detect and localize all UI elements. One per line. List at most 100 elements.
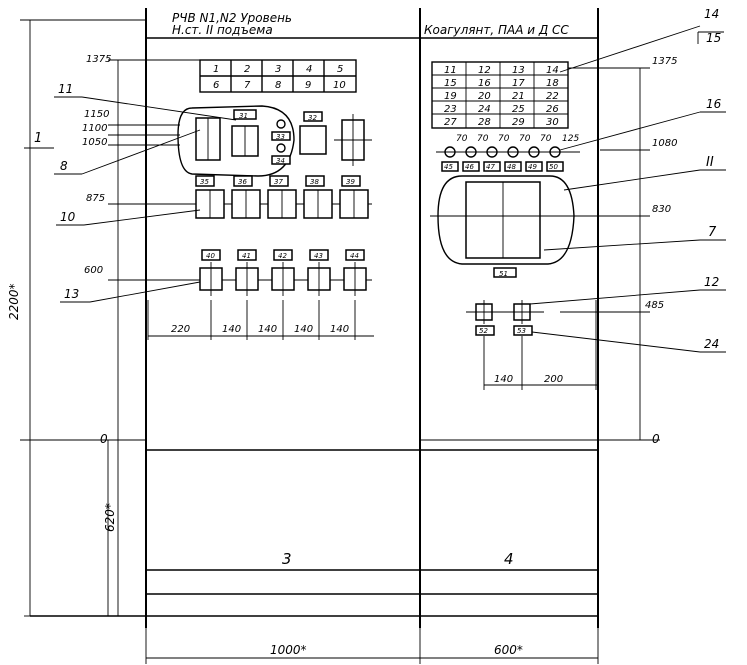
label-cell: 16 bbox=[478, 78, 491, 89]
callout-13: 13 bbox=[64, 287, 79, 301]
lamp-spacing-70-1: 70 bbox=[456, 134, 468, 144]
label-cell: 28 bbox=[478, 117, 491, 128]
left-label-table-cells: 1 2 3 4 5 6 7 8 9 10 bbox=[213, 64, 346, 91]
callout-16: 16 bbox=[706, 97, 722, 111]
panel-frame bbox=[20, 8, 660, 628]
label-cell: 13 bbox=[512, 65, 525, 76]
switch-52: 52 bbox=[479, 327, 488, 335]
left-bottom-spacing-dims bbox=[147, 300, 374, 340]
right-label-table bbox=[431, 61, 569, 129]
device-39: 39 bbox=[346, 178, 355, 186]
callout-I: 1 bbox=[34, 131, 42, 146]
device-41: 41 bbox=[242, 252, 251, 260]
device-43: 43 bbox=[314, 252, 323, 260]
right-callout-lines bbox=[529, 25, 726, 353]
right-width-dimension: 600* bbox=[494, 643, 523, 657]
lamp-50: 50 bbox=[549, 163, 558, 171]
device-38: 38 bbox=[310, 178, 319, 186]
right-level-1375: 1375 bbox=[652, 56, 677, 67]
label-cell: 29 bbox=[512, 117, 525, 128]
label-cell: 22 bbox=[546, 91, 559, 102]
right-level-1080: 1080 bbox=[652, 138, 677, 149]
right-label-table-cells: 11 12 13 14 15 16 17 18 19 20 21 22 23 2… bbox=[444, 65, 559, 128]
lamp-45: 45 bbox=[444, 163, 453, 171]
lamp-48: 48 bbox=[507, 163, 516, 171]
device-34: 34 bbox=[276, 157, 285, 165]
device-33: 33 bbox=[276, 133, 285, 141]
device-32: 32 bbox=[308, 114, 317, 122]
label-cell: 18 bbox=[546, 78, 559, 89]
right-zero-level: 0 bbox=[652, 432, 660, 446]
level-gauge-group bbox=[177, 105, 372, 177]
spacing-140-a: 140 bbox=[222, 324, 241, 335]
left-cabinet-title-line1: РЧВ N1,N2 Уровень bbox=[172, 11, 292, 25]
spacing-140-c: 140 bbox=[294, 324, 313, 335]
label-cell: 12 bbox=[478, 65, 491, 76]
device-42: 42 bbox=[278, 252, 287, 260]
label-cell: 20 bbox=[478, 91, 491, 102]
device-36: 36 bbox=[238, 178, 247, 186]
label-cell: 11 bbox=[444, 65, 457, 76]
left-level-1375: 1375 bbox=[86, 54, 111, 65]
label-cell: 6 bbox=[213, 80, 219, 91]
label-cell: 3 bbox=[275, 64, 281, 75]
bottom-switches bbox=[466, 300, 598, 390]
row-600-devices bbox=[120, 249, 372, 296]
lamp-row bbox=[436, 146, 580, 172]
label-cell: 23 bbox=[444, 104, 457, 115]
right-spacing-200: 200 bbox=[544, 374, 563, 385]
right-level-485: 485 bbox=[645, 300, 664, 311]
label-cell: 4 bbox=[306, 64, 312, 75]
right-spacing-140: 140 bbox=[494, 374, 513, 385]
callout-15: 15 bbox=[706, 31, 721, 45]
spacing-140-d: 140 bbox=[330, 324, 349, 335]
left-width-dimension: 1000* bbox=[270, 643, 307, 657]
left-cabinet-title-line2: Н.ст. II подъема bbox=[172, 23, 273, 37]
device-31: 31 bbox=[239, 112, 248, 120]
overall-height-dimension bbox=[20, 19, 146, 617]
label-cell: 27 bbox=[444, 117, 457, 128]
label-cell: 24 bbox=[478, 104, 491, 115]
label-cell: 7 bbox=[244, 80, 251, 91]
left-callout-lines bbox=[24, 96, 237, 303]
label-cell: 26 bbox=[546, 104, 559, 115]
device-40: 40 bbox=[206, 252, 215, 260]
device-35: 35 bbox=[200, 178, 209, 186]
plinth-height-value: 620* bbox=[103, 503, 117, 532]
overall-height-value: 2200* bbox=[7, 283, 21, 320]
callout-8: 8 bbox=[60, 159, 68, 173]
device-44: 44 bbox=[350, 252, 359, 260]
left-level-dims bbox=[108, 59, 200, 281]
switch-53: 53 bbox=[517, 327, 526, 335]
label-cell: 19 bbox=[444, 91, 457, 102]
left-level-1050: 1050 bbox=[82, 137, 107, 148]
lamp-46: 46 bbox=[465, 163, 474, 171]
label-cell: 21 bbox=[512, 91, 525, 102]
left-zero-level: 0 bbox=[100, 432, 108, 446]
callout-7: 7 bbox=[708, 225, 717, 240]
right-cabinet-label: 4 bbox=[504, 550, 514, 568]
right-level-830: 830 bbox=[652, 204, 671, 215]
device-37: 37 bbox=[274, 178, 283, 186]
label-cell: 30 bbox=[546, 117, 559, 128]
label-cell: 5 bbox=[337, 64, 343, 75]
row-875-devices bbox=[188, 175, 372, 219]
label-cell: 2 bbox=[244, 64, 250, 75]
left-level-875: 875 bbox=[86, 193, 105, 204]
left-level-1100: 1100 bbox=[82, 123, 107, 134]
callout-10: 10 bbox=[60, 210, 76, 224]
lamp-spacing-70-4: 70 bbox=[519, 134, 531, 144]
main-instrument-number: 51 bbox=[499, 270, 508, 278]
lamp-spacing-125: 125 bbox=[562, 134, 579, 144]
label-cell: 1 bbox=[213, 64, 219, 75]
left-level-600: 600 bbox=[84, 265, 103, 276]
callout-24: 24 bbox=[704, 337, 719, 351]
right-cabinet-title: Коагулянт, ПАА и Д СС bbox=[424, 23, 569, 37]
lamp-47: 47 bbox=[486, 163, 495, 171]
label-cell: 8 bbox=[275, 80, 281, 91]
lamp-49: 49 bbox=[528, 163, 537, 171]
left-label-table bbox=[199, 59, 357, 93]
right-level-dims bbox=[560, 67, 650, 440]
label-cell: 10 bbox=[333, 80, 346, 91]
